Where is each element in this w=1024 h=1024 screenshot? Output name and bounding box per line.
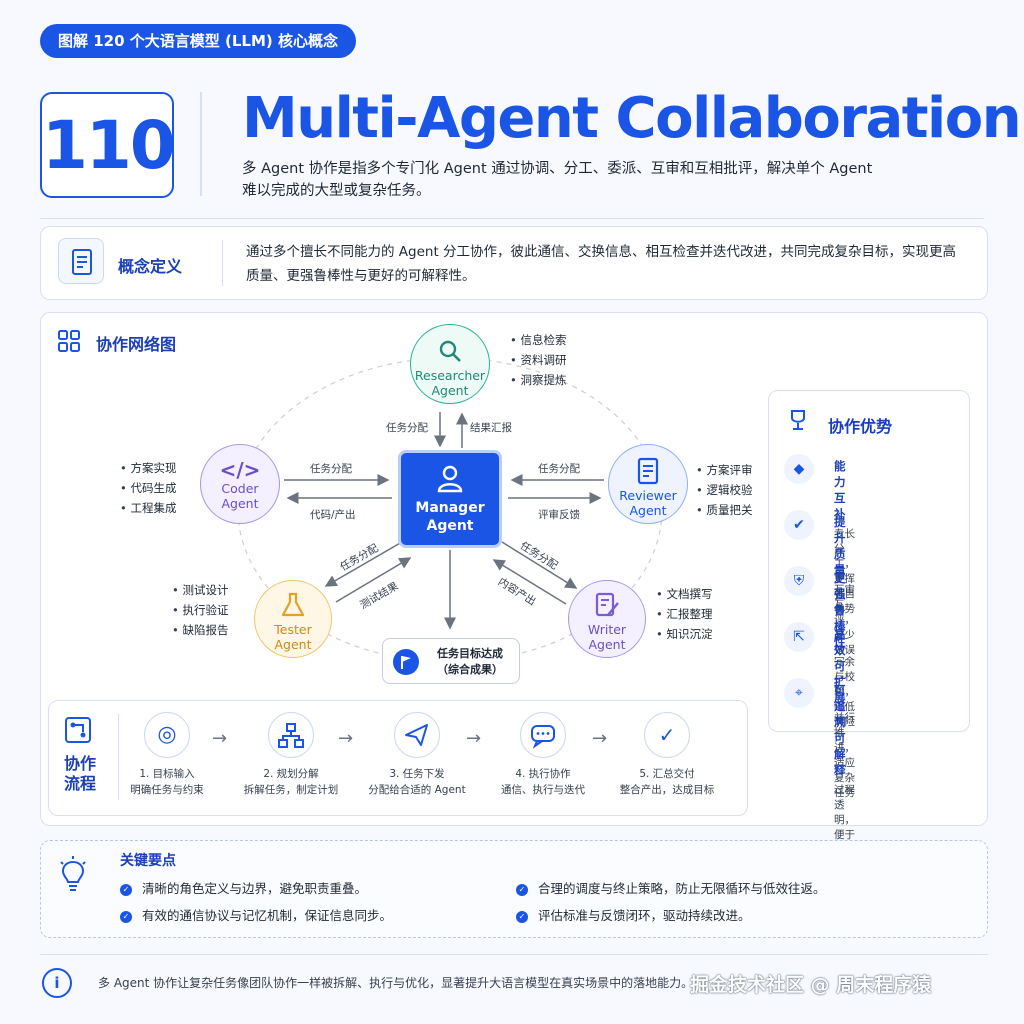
reviewer-label-2: Agent [629, 503, 667, 518]
check-circle-icon: ✓ [644, 712, 690, 758]
grid-icon [58, 330, 80, 356]
researcher-label-2: Agent [431, 383, 469, 398]
divider [200, 92, 202, 196]
coder-label-2: Agent [221, 496, 259, 511]
reviewer-bullets: 方案评审逻辑校验质量把关 [696, 460, 752, 520]
document-icon [58, 238, 104, 284]
series-badge: 图解 120 个大语言模型 (LLM) 核心概念 [40, 24, 356, 58]
chat-icon [520, 712, 566, 758]
reviewer-agent-node: Reviewer Agent [608, 444, 688, 524]
flask-icon [281, 592, 305, 617]
coder-label-1: Coder [221, 481, 259, 496]
flow-label-1: 协作 [64, 754, 97, 773]
check-icon: ✓ [120, 911, 132, 923]
divider [222, 240, 223, 286]
check-icon: ✓ [120, 884, 132, 896]
target-icon: ◎ [144, 712, 190, 758]
page-title: Multi-Agent Collaboration [242, 86, 1022, 151]
network-title: 协作网络图 [96, 335, 177, 354]
flow-step: 5. 汇总交付整合产出，达成目标 [619, 768, 715, 796]
tester-label-2: Agent [274, 637, 312, 652]
manager-label-1: Manager [415, 500, 485, 516]
edge-label: 任务分配 [310, 463, 352, 475]
reviewer-label-1: Reviewer [619, 488, 677, 503]
writer-label-2: Agent [588, 637, 626, 652]
flow-step: 2. 规划分解拆解任务，制定计划 [243, 768, 339, 796]
flow-label-2: 流程 [64, 774, 97, 793]
trophy-icon [786, 408, 810, 438]
expand-icon: ⇱ [784, 622, 814, 652]
shield-icon: ⛨ [784, 566, 814, 596]
divider [40, 218, 984, 219]
tester-label-1: Tester [274, 622, 312, 637]
arrow-writer-to [501, 541, 578, 589]
lightbulb-icon [58, 856, 88, 898]
send-icon [394, 712, 440, 758]
arrow-right-icon: → [592, 728, 608, 749]
definition-label: 概念定义 [118, 257, 183, 276]
edge-label: 结果汇报 [470, 422, 512, 434]
writer-agent-node: Writer Agent [568, 580, 646, 658]
definition-text: 通过多个擅长不同能力的 Agent 分工协作，彼此通信、交换信息、相互检查并迭代… [246, 244, 957, 284]
advantages-title: 协作优势 [828, 417, 893, 436]
flag-icon [393, 649, 419, 675]
definition-card [40, 226, 988, 300]
flow-step: 3. 任务下发分配给合适的 Agent [368, 768, 466, 796]
key-points-card [40, 840, 988, 938]
key-point-item: ✓合理的调度与终止策略，防止无限循环与低效往返。 [516, 878, 826, 897]
flow-step: 1. 目标输入明确任务与约束 [130, 768, 204, 796]
manager-label-2: Agent [426, 518, 474, 534]
document-check-icon [637, 457, 659, 485]
hierarchy-icon [268, 712, 314, 758]
layers-icon: ◆ [784, 454, 814, 484]
check-icon: ✓ [516, 884, 528, 896]
info-icon: i [42, 968, 72, 998]
goal-label-1: 任务目标达成 [437, 647, 503, 660]
arrow-right-icon: → [212, 728, 228, 749]
tester-bullets: 测试设计执行验证缺陷报告 [172, 580, 228, 640]
arrow-test-from [335, 557, 412, 603]
arrow-right-icon: → [338, 728, 354, 749]
location-pin-icon: ⌖ [784, 678, 814, 708]
coder-bullets: 方案实现代码生成工程集成 [120, 458, 176, 518]
page-subtitle: 多 Agent 协作是指多个专门化 Agent 通过协调、分工、委派、互审和互相… [242, 161, 873, 199]
writer-bullets: 文档撰写汇报整理知识沉淀 [656, 584, 712, 644]
badge-check-icon: ✔ [784, 510, 814, 540]
flow-step: 4. 执行协作通信、执行与迭代 [501, 768, 585, 796]
advantages-card [768, 390, 970, 732]
goal-label-2: （综合成果） [437, 663, 503, 676]
check-icon: ✓ [516, 911, 528, 923]
arrow-writer-from [492, 559, 567, 605]
watermark: 掘金技术社区 @ 周末程序猿 [690, 974, 932, 996]
researcher-bullets: 信息检索资料调研洞察提炼 [510, 330, 566, 390]
key-point-item: ✓评估标准与反馈闭环，驱动持续改进。 [516, 905, 751, 924]
coder-agent-node: </> Coder Agent [200, 444, 280, 524]
arrow-test-to [324, 541, 403, 587]
writer-label-1: Writer [587, 622, 627, 637]
researcher-label-1: Researcher [414, 368, 486, 383]
tester-agent-node: Tester Agent [254, 580, 332, 658]
edge-label: 评审反馈 [538, 509, 580, 521]
goal-box: 任务目标达成 （综合成果） [382, 638, 520, 684]
edge-label: 任务分配 [386, 422, 428, 434]
pen-document-icon [595, 592, 619, 617]
key-point-item: ✓清晰的角色定义与边界，避免职责重叠。 [120, 878, 367, 897]
user-icon [437, 465, 463, 493]
divider [40, 954, 988, 955]
key-points-title: 关键要点 [120, 853, 176, 869]
researcher-agent-node: Researcher Agent [410, 324, 490, 404]
flow-icon [64, 716, 92, 748]
arrow-right-icon: → [466, 728, 482, 749]
concept-number: 110 [40, 92, 176, 198]
manager-agent-node: Manager Agent [398, 450, 502, 548]
edge-label: 代码/产出 [310, 509, 356, 521]
key-point-item: ✓有效的通信协议与记忆机制，保证信息同步。 [120, 905, 392, 924]
divider [118, 714, 119, 800]
search-icon [439, 340, 461, 362]
edge-label: 任务分配 [538, 463, 580, 475]
footer-text: 多 Agent 协作让复杂任务像团队协作一样被拆解、执行与优化，显著提升大语言模… [98, 976, 694, 990]
code-icon: </> [219, 458, 261, 482]
